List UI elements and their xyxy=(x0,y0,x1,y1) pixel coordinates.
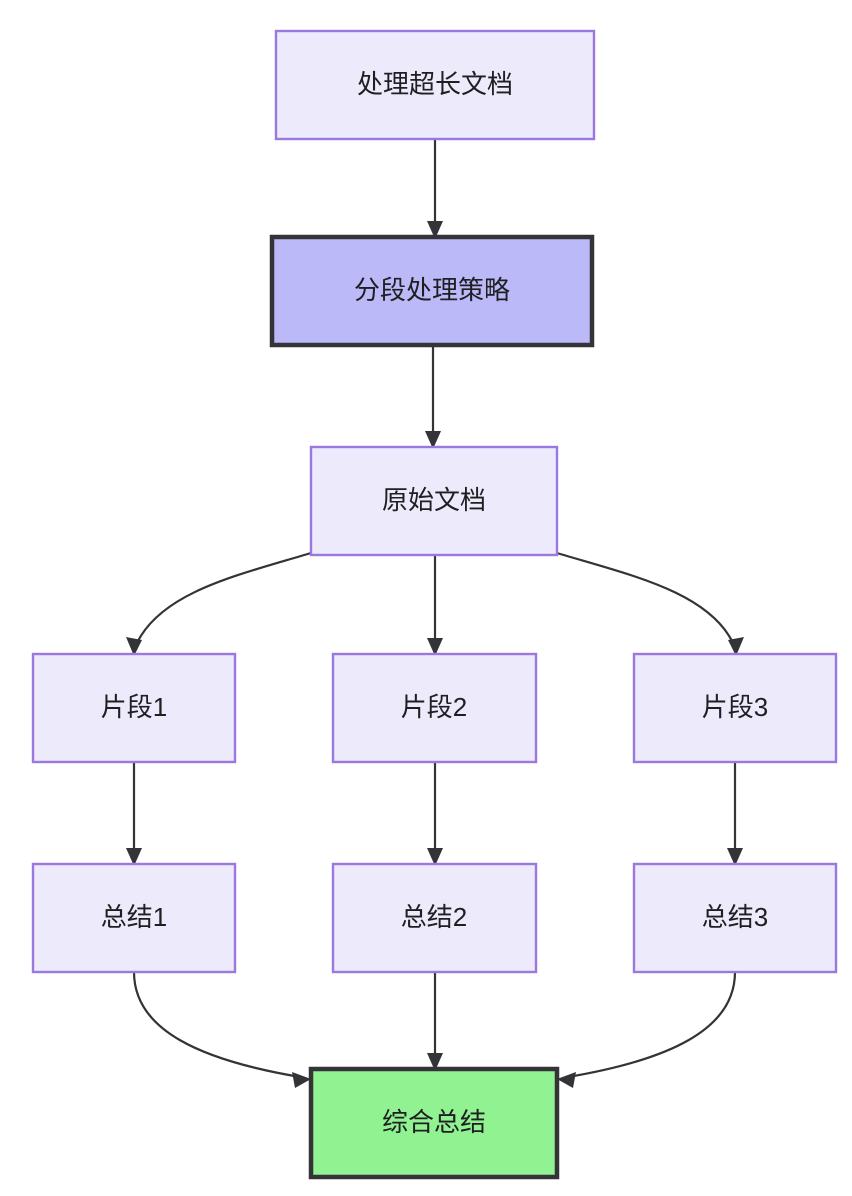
edge-strategy-to-source-doc xyxy=(425,345,441,449)
edge-source-doc-to-chunk-3 xyxy=(556,551,744,656)
node-summary-1-label: 总结1 xyxy=(101,902,167,932)
node-final-box[interactable] xyxy=(308,1066,560,1180)
arrow-head-icon xyxy=(727,848,743,866)
node-chunk-3[interactable]: 片段3 xyxy=(632,652,838,764)
node-chunk-1-box[interactable] xyxy=(31,652,237,764)
node-doc-long-box[interactable] xyxy=(274,29,596,141)
node-final[interactable]: 综合总结 xyxy=(308,1066,560,1180)
node-source-doc[interactable]: 原始文档 xyxy=(309,445,559,557)
node-chunk-1-label: 片段1 xyxy=(101,692,167,722)
node-strategy-box[interactable] xyxy=(269,234,595,348)
node-summary-2-box[interactable] xyxy=(331,862,538,974)
edge-chunk-3-to-summary-3 xyxy=(727,762,743,866)
node-final-label: 综合总结 xyxy=(382,1107,486,1137)
node-doc-long-label: 处理超长文档 xyxy=(357,69,513,99)
arrow-head-icon xyxy=(427,1053,443,1071)
edge-chunk-1-to-summary-1 xyxy=(126,762,142,866)
node-chunk-3-box[interactable] xyxy=(632,652,838,764)
node-chunk-3-label: 片段3 xyxy=(702,692,768,722)
node-summary-1[interactable]: 总结1 xyxy=(31,862,237,974)
node-doc-long[interactable]: 处理超长文档 xyxy=(274,29,596,141)
node-strategy[interactable]: 分段处理策略 xyxy=(269,234,595,348)
node-chunk-2[interactable]: 片段2 xyxy=(331,652,538,764)
node-summary-1-box[interactable] xyxy=(31,862,237,974)
node-source-doc-box[interactable] xyxy=(309,445,559,557)
edge-summary-1-to-final xyxy=(132,971,311,1088)
arrow-head-icon xyxy=(126,637,142,656)
edge-chunk-2-to-summary-2 xyxy=(427,762,443,866)
node-summary-2-label: 总结2 xyxy=(401,902,467,932)
arrow-head-icon xyxy=(557,1072,576,1088)
node-chunk-2-box[interactable] xyxy=(331,652,538,764)
arrow-head-icon xyxy=(728,637,744,656)
edge-summary-3-to-final xyxy=(557,971,737,1088)
arrow-head-icon xyxy=(126,848,142,866)
node-summary-2[interactable]: 总结2 xyxy=(331,862,538,974)
node-summary-3-label: 总结3 xyxy=(702,902,768,932)
node-summary-3[interactable]: 总结3 xyxy=(632,862,838,974)
edge-source-doc-to-chunk-1 xyxy=(126,551,312,656)
node-source-doc-label: 原始文档 xyxy=(382,485,486,515)
node-chunk-1[interactable]: 片段1 xyxy=(31,652,237,764)
edge-summary-2-to-final xyxy=(427,972,443,1071)
arrow-head-icon xyxy=(425,431,441,449)
edge-doc-long-to-strategy xyxy=(427,139,443,239)
edge-source-doc-to-chunk-2 xyxy=(427,555,443,656)
arrow-head-icon xyxy=(292,1072,311,1088)
arrow-head-icon xyxy=(427,848,443,866)
arrow-head-icon xyxy=(427,221,443,239)
node-layer: 处理超长文档 分段处理策略 原始文档 片段1 片段2 片段3 xyxy=(31,29,838,1180)
edge-layer xyxy=(126,139,744,1088)
node-summary-3-box[interactable] xyxy=(632,862,838,974)
node-strategy-label: 分段处理策略 xyxy=(354,275,510,305)
node-chunk-2-label: 片段2 xyxy=(401,692,467,722)
arrow-head-icon xyxy=(427,638,443,656)
